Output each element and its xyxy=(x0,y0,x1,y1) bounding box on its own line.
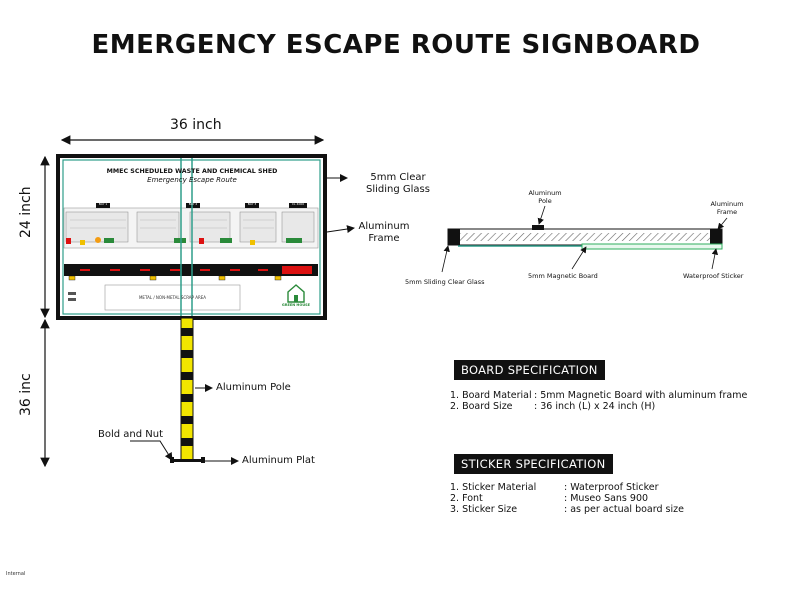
spec-value: : as per actual board size xyxy=(564,504,684,515)
base-plate xyxy=(170,459,205,462)
board-spec-heading: BOARD SPECIFICATION xyxy=(454,360,605,380)
footer-label: Internal xyxy=(6,571,26,577)
zone-label: BAY 1 xyxy=(98,202,108,206)
spec-label: 1. Sticker Material xyxy=(450,482,537,493)
bolt-label: Bold and Nut xyxy=(98,429,164,440)
side-view-drawing xyxy=(441,205,728,273)
side-glass-label: 5mm Sliding Clear Glass xyxy=(405,278,485,286)
width-dimension-label: 36 inch xyxy=(170,117,222,133)
side-frame-label: Aluminum Frame xyxy=(710,200,744,216)
spec-label: 3. Sticker Size xyxy=(450,504,518,515)
plate-label: Aluminum Plat xyxy=(242,455,315,466)
zone-label: BAY 3 xyxy=(247,202,257,206)
sticker-spec-row: 3. Sticker Size : as per actual board siz… xyxy=(450,504,750,515)
board-spec-row: 2. Board Size : 36 inch (L) x 24 inch (H) xyxy=(450,401,750,412)
spec-label: 1. Board Material xyxy=(450,390,532,401)
sticker-spec-row: 2. Font : Museo Sans 900 xyxy=(450,493,750,504)
spec-label: 2. Font xyxy=(450,493,483,504)
spec-value: : 5mm Magnetic Board with aluminum frame xyxy=(534,390,748,401)
page-title: EMERGENCY ESCAPE ROUTE SIGNBOARD xyxy=(91,30,701,60)
height-dimension-label: 24 inch xyxy=(18,186,34,238)
pole-label: Aluminum Pole xyxy=(216,382,291,393)
sticker-spec-row: 1. Sticker Material : Waterproof Sticker xyxy=(450,482,750,493)
pole-dimension-label: 36 inc xyxy=(18,373,34,416)
glass-label: 5mm Clear Sliding Glass xyxy=(366,172,430,195)
spec-value: : Waterproof Sticker xyxy=(564,482,659,493)
board-heading: MMEC SCHEDULED WASTE AND CHEMICAL SHED xyxy=(106,168,278,175)
logo-icon xyxy=(287,284,305,303)
logo-text: GREEN HOUSE xyxy=(281,303,311,307)
side-board-label: 5mm Magnetic Board xyxy=(528,272,598,280)
spec-value: : Museo Sans 900 xyxy=(564,493,649,504)
sticker-spec-heading: STICKER SPECIFICATION xyxy=(454,454,613,474)
spec-value: : 36 inch (L) x 24 inch (H) xyxy=(534,401,656,412)
side-sticker-label: Waterproof Sticker xyxy=(683,272,744,280)
scrap-area-label: METAL / NON-METAL SCRAP AREA xyxy=(138,295,207,300)
board-spec-row: 1. Board Material: 5mm Magnetic Board wi… xyxy=(450,390,750,401)
escape-route-band xyxy=(64,264,318,276)
zone-label: BAY 2 xyxy=(188,202,198,206)
frame-label: Aluminum Frame xyxy=(358,221,410,244)
spec-label: 2. Board Size xyxy=(450,401,513,412)
board-subheading: Emergency Escape Route xyxy=(147,176,237,184)
side-pole-label: Aluminum Pole xyxy=(528,189,562,205)
zone-label: CL 4000 xyxy=(291,202,305,206)
scrap-area-box xyxy=(104,284,241,311)
